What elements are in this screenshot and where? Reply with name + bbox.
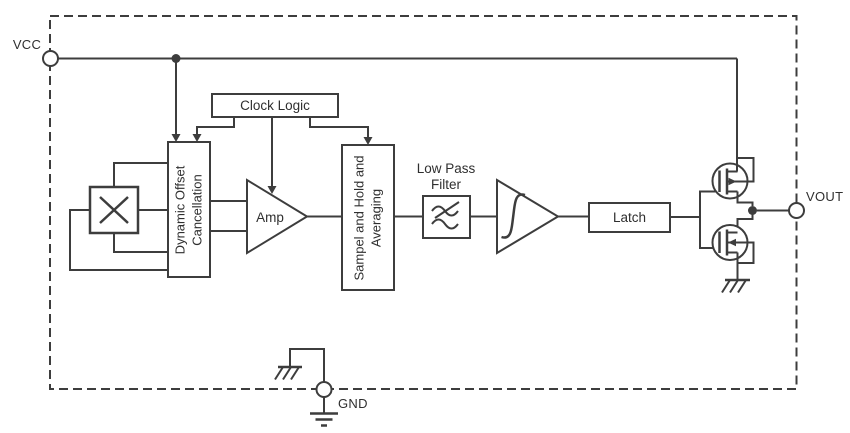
sample-hold-label: Sampel and Hold and Averaging — [351, 154, 384, 281]
multiplier-wrap-wire — [69, 209, 168, 271]
chassis-ground-icon-output — [721, 278, 750, 294]
chassis-ground-icon-internal — [274, 365, 302, 381]
latch-box — [588, 202, 671, 233]
multiplier-bottom-wire — [113, 233, 168, 253]
gnd-internal-wire — [289, 348, 325, 382]
junction-dot-vcc — [171, 54, 181, 63]
dynamic-offset-label: Dynamic Offset Cancellation — [172, 165, 205, 254]
arrow-icon-clock-doc — [192, 134, 202, 142]
clock-to-doc-wire — [196, 117, 235, 135]
arrow-icon-clock-samplehold — [363, 137, 373, 145]
dynamic-offset-box — [167, 141, 211, 278]
nmos-body-tie — [737, 241, 755, 264]
gnd-terminal — [315, 381, 333, 398]
clock-to-samplehold-wire — [309, 117, 369, 138]
earth-ground-icon — [310, 412, 338, 427]
low-pass-filter-icon — [431, 201, 460, 230]
clock-logic-label: Clock Logic — [240, 98, 310, 113]
latch-label: Latch — [612, 210, 647, 225]
pmos-drain-wire — [736, 191, 754, 206]
low-pass-filter-box — [422, 195, 471, 239]
clock-logic-box — [211, 93, 339, 118]
multiplier-top-wire — [113, 162, 168, 187]
arrow-icon-clock-amp — [267, 186, 277, 194]
hysteresis-icon — [501, 193, 526, 239]
vout-terminal — [788, 202, 805, 219]
wires — [58, 57, 789, 413]
schmitt-trigger-block — [496, 178, 560, 255]
vout-label: VOUT — [806, 189, 844, 204]
vcc-label: VCC — [12, 37, 42, 52]
junction-dot-output — [748, 206, 757, 215]
sample-hold-box — [341, 144, 395, 291]
low-pass-filter-label: Low Pass Filter — [416, 161, 476, 192]
pmos-arrow-icon — [728, 177, 737, 186]
nmos-arrow-icon — [728, 238, 736, 247]
arrow-icon-vcc-doc — [171, 134, 181, 142]
low-pass-filter-block — [422, 195, 471, 239]
pmos-body-tie — [737, 157, 755, 183]
gate-bus-wire — [699, 190, 720, 249]
amp-triangle — [246, 178, 309, 255]
gnd-label: GND — [338, 396, 368, 411]
pmos-transistor — [711, 58, 755, 206]
multiplier-x-icon — [99, 196, 129, 224]
nmos-transistor — [711, 214, 755, 280]
schmitt-trigger-triangle — [496, 178, 560, 255]
vcc-terminal — [42, 50, 59, 67]
multiplier-block — [88, 185, 140, 235]
arrowheads — [171, 134, 373, 194]
amp-label: Amp — [256, 210, 284, 225]
